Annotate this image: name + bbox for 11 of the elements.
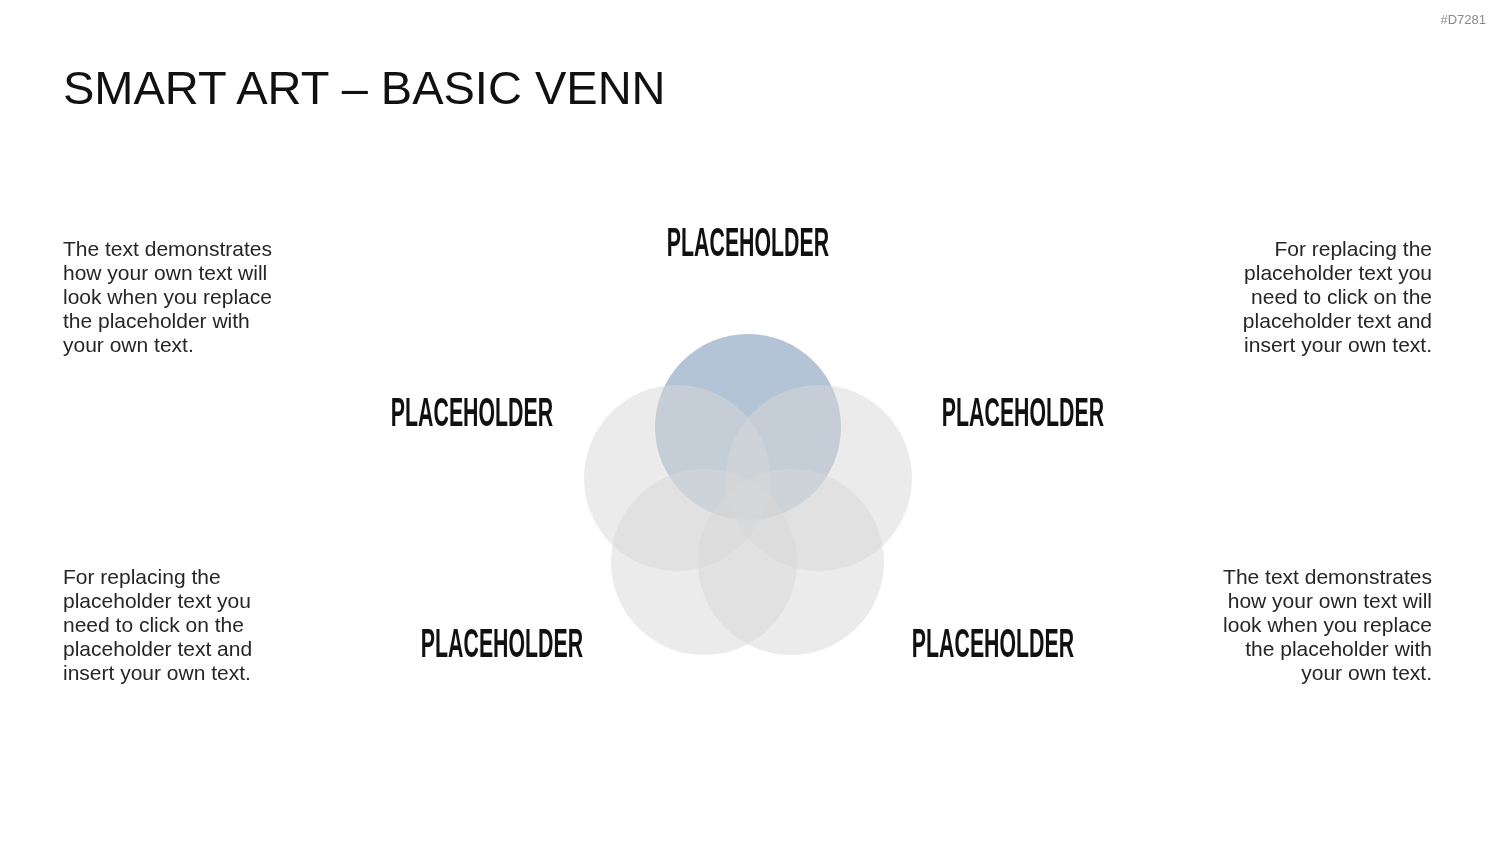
body-text: The text demonstrates how your own text will look when you replace the placeholder with your own text. bbox=[1222, 565, 1432, 685]
node-label: PLACEHOLDER bbox=[666, 222, 830, 263]
body-text: For replacing the placeholder text you need to click on the placeholder text and insert your own text. bbox=[63, 565, 254, 685]
body-text: The text demonstrates how your own text will look when you replace the placeholder with your own text. bbox=[63, 237, 273, 357]
body-text: For replacing the placeholder text you need to click on the placeholder text and insert your own text. bbox=[1241, 237, 1432, 357]
node-label: PLACEHOLDER bbox=[941, 392, 1105, 433]
slide-code: #D7281 bbox=[1440, 13, 1486, 26]
node-label: PLACEHOLDER bbox=[911, 623, 1075, 664]
node-label: PLACEHOLDER bbox=[420, 623, 584, 664]
node-label: PLACEHOLDER bbox=[390, 392, 554, 433]
slide-title: SMART ART – BASIC VENN bbox=[63, 64, 666, 111]
